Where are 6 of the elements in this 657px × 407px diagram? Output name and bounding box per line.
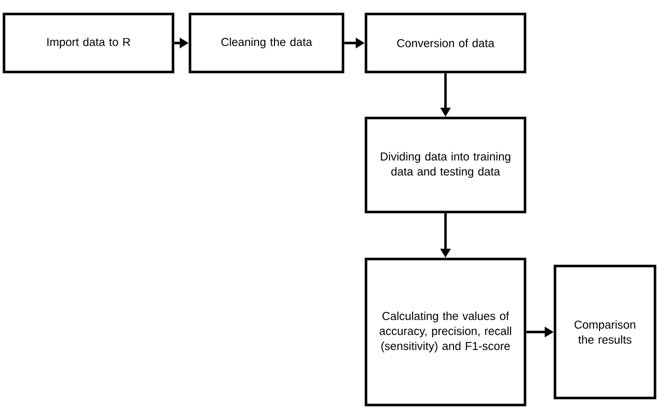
process-box: Dividing data into training data and testing data: [364, 116, 526, 214]
process-box: Comparison the results: [554, 264, 656, 400]
process-box: Cleaning the data: [188, 12, 344, 74]
process-box: Calculating the values of accuracy, precision, recall (sensitivity) and F1-score: [364, 258, 526, 406]
process-box: Import data to R: [2, 12, 174, 74]
process-box: Conversion of data: [364, 12, 526, 74]
